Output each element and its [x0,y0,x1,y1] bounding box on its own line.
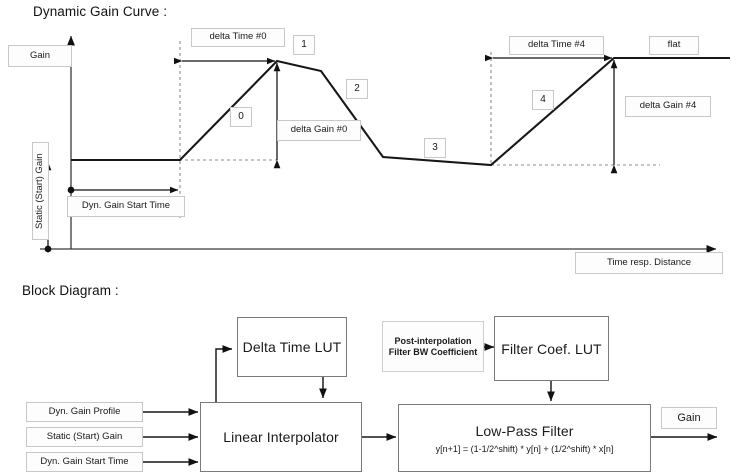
annotation-delta-gain-0: delta Gain #0 [277,120,361,141]
annotation-dyn-gain-start-time: Dyn. Gain Start Time [67,196,185,217]
block-linear-interpolator[interactable]: Linear Interpolator [200,402,362,472]
annotation-delta-time-0: delta Time #0 [191,28,285,47]
input-dyn-gain-start-time[interactable]: Dyn. Gain Start Time [26,452,143,472]
block-delta-time-lut-title: Delta Time LUT [242,339,342,355]
block-linear-interpolator-title: Linear Interpolator [223,429,339,445]
segment-label-1: 1 [293,35,315,55]
block-delta-time-lut[interactable]: Delta Time LUT [237,317,347,377]
block-filter-coef-lut-title: Filter Coef. LUT [501,340,602,357]
segment-label-2: 2 [346,79,368,99]
segment-label-3: 3 [424,138,446,158]
block-low-pass-filter-formula: y[n+1] = (1-1/2^shift) * y[n] + (1/2^shi… [435,443,614,454]
segment-label-4: 4 [532,90,554,110]
annotation-flat: flat [649,36,699,55]
axis-label-gain: Gain [8,45,72,67]
block-low-pass-filter[interactable]: Low-Pass Filter y[n+1] = (1-1/2^shift) *… [398,404,651,472]
annotation-delta-gain-4: delta Gain #4 [625,96,711,117]
gain-curve-path [71,56,730,167]
annotation-delta-time-4: delta Time #4 [509,36,604,55]
input-post-interpolation-filter-bw[interactable]: Post-interpolation Filter BW Coefficient [382,321,484,372]
coef-line-2: Filter BW Coefficient [388,346,478,357]
input-dyn-gain-profile[interactable]: Dyn. Gain Profile [26,402,143,422]
coef-line-1: Post-interpolation [394,335,472,346]
block-diagram-connectors [143,343,718,466]
page-title-gain-curve: Dynamic Gain Curve : [33,4,168,19]
axis-label-static-start-gain: Static (Start) Gain [32,142,49,240]
segment-label-0: 0 [230,107,252,127]
output-gain-label: Gain [661,407,717,429]
block-low-pass-filter-title: Low-Pass Filter [475,422,574,439]
wire-to-delta-time-lut [215,345,233,402]
block-filter-coef-lut[interactable]: Filter Coef. LUT [494,316,609,381]
page-title-block-diagram: Block Diagram : [22,283,119,298]
gain-curve-guides [71,41,660,218]
input-static-start-gain[interactable]: Static (Start) Gain [26,427,143,447]
axis-label-time: Time resp. Distance [575,252,723,274]
